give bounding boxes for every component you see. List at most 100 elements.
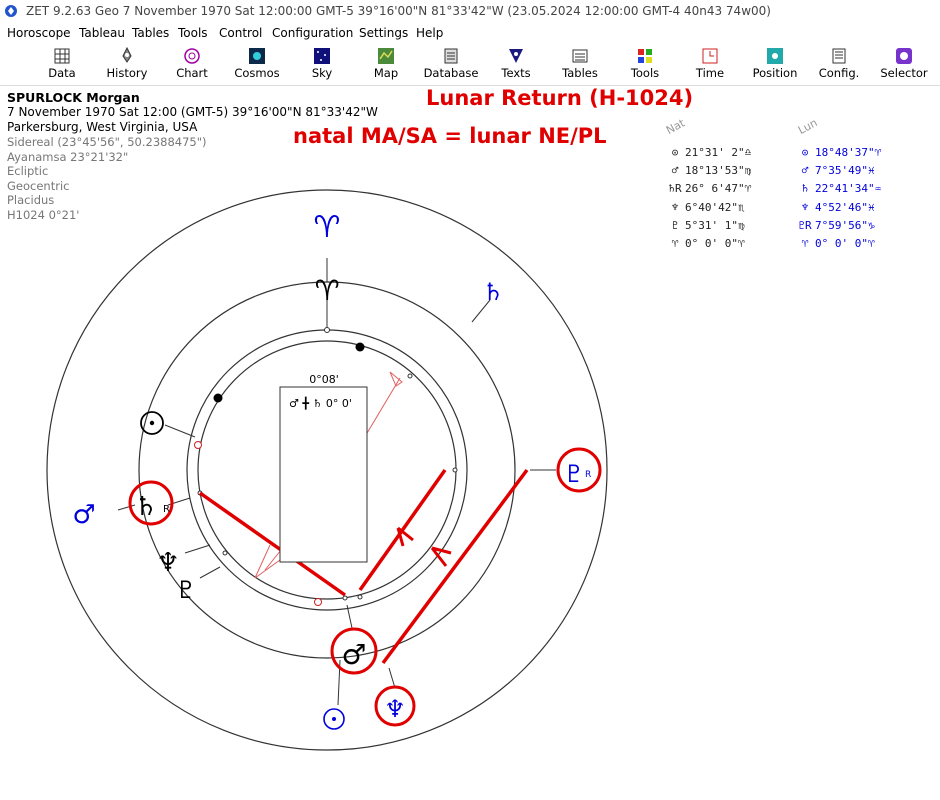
menu-configuration[interactable]: Configuration (272, 26, 354, 40)
natal-pluto-icon: ♇ (671, 218, 679, 232)
lunar-row: ⊙18°48'37"♈ (795, 146, 882, 164)
ring-marker (194, 441, 202, 449)
table-grid-icon (54, 48, 70, 64)
galaxy-icon (249, 48, 265, 64)
menu-tableau[interactable]: Tableau (79, 26, 125, 40)
natal-row: ♂ 18°13'53"♍ (665, 164, 752, 182)
night-sky-icon (314, 48, 330, 64)
toolbar-map-button[interactable]: Map (351, 45, 421, 85)
aries-icon: ♈ (867, 236, 875, 250)
toolbar-time-button[interactable]: Time (675, 45, 745, 85)
center-box-top: 0°08' (309, 373, 339, 386)
toolbar-tables-label: Tables (562, 66, 598, 80)
ring-marker (342, 595, 348, 601)
aspect-arrow (254, 544, 281, 579)
toolbar-history-button[interactable]: History (92, 45, 162, 85)
natal-neptune-icon: ♆ (671, 200, 679, 214)
ring-marker (407, 373, 413, 379)
natal-row: ♈ 0° 0' 0"♈ (665, 237, 751, 255)
natal-mars-tick (346, 604, 353, 629)
birth-place-line: Parkersburg, West Virginia, USA (7, 120, 198, 134)
annotation-line (381, 468, 529, 665)
title-bar: ZET 9.2.63 Geo 7 November 1970 Sat 12:00… (0, 0, 940, 22)
toolbar-tables-button[interactable]: Tables (545, 45, 615, 85)
virgo-icon: ♍ (737, 218, 745, 232)
lunar-saturn-icon: ♄ (482, 278, 504, 306)
center-box (279, 386, 368, 563)
capricorn-icon: ♑ (867, 218, 875, 232)
center-box-label: ♂ ╋ ♄ 0° 0' (289, 396, 352, 410)
highlight-lunar-neptune (374, 685, 416, 727)
toolbar-config-button[interactable]: Config. (804, 45, 874, 85)
lunar-neptune-tick (388, 667, 396, 689)
natal-neptune-tick (184, 544, 211, 554)
lunar-pluto-icon: ♇ (563, 460, 585, 488)
lunar-pos: 0° 0' 0" (815, 236, 868, 250)
annotation-title: Lunar Return (H-1024) (426, 86, 694, 110)
aries-icon: ♈ (737, 236, 745, 250)
toolbar-selector-label: Selector (880, 66, 928, 80)
aries-icon: ♈ (874, 146, 882, 159)
detail-house-system: Placidus (7, 193, 55, 207)
libra-icon: ♎ (744, 146, 752, 159)
annotation-subtitle: natal MA/SA = lunar NE/PL (293, 124, 607, 148)
natal-row: ♆ 6°40'42"♏ (665, 201, 751, 219)
highlight-natal-mars (330, 627, 378, 675)
annotation-arrow (430, 546, 452, 567)
toolbar-tools-button[interactable]: Tools (610, 45, 680, 85)
menu-settings[interactable]: Settings (359, 26, 409, 40)
toolbar-data-button[interactable]: Data (27, 45, 97, 85)
lunar-row: ♇R 7°59'56"♑ (795, 219, 881, 237)
menu-help[interactable]: Help (416, 26, 444, 40)
aries-icon: ♈ (744, 182, 752, 196)
natal-pluto-icon: ♇ (175, 576, 197, 604)
natal-pluto-tick (199, 566, 221, 579)
map-icon (378, 48, 394, 64)
natal-neptune-icon: ♆ (156, 548, 179, 578)
pisces-icon: ♓ (867, 164, 875, 178)
menu-tools[interactable]: Tools (178, 26, 208, 40)
ring-marker (452, 467, 458, 473)
aries-point-icon: ♈ (671, 236, 679, 250)
outer-ring (46, 189, 608, 751)
natal-pos: 0° 0' 0" (685, 236, 738, 250)
lunar-pos: 7°59'56" (815, 218, 868, 232)
toolbar-sky-label: Sky (311, 66, 333, 80)
natal-mars-icon: ♂ (341, 638, 366, 671)
toolbar-chart-button[interactable]: Chart (157, 45, 227, 85)
natal-pos: 21°31' 2" (685, 146, 745, 159)
texts-icon (509, 49, 523, 63)
aries-point-icon: ♈ (801, 236, 809, 250)
menu-tables[interactable]: Tables (132, 26, 170, 40)
toolbar-selector-button[interactable]: Selector (869, 45, 939, 85)
toolbar-cosmos-label: Cosmos (234, 66, 280, 80)
rocket-icon (122, 47, 132, 63)
toolbar-texts-button[interactable]: Texts (481, 45, 551, 85)
outer-aries-glyph: ♈ (314, 210, 341, 245)
scorpio-icon: ♏ (737, 200, 745, 214)
menu-control[interactable]: Control (219, 26, 263, 40)
lunar-saturn-icon: ♄ (801, 182, 809, 196)
tables-icon (572, 49, 588, 63)
ring-marker-dot (213, 393, 223, 403)
natal-pos: 6°40'42" (685, 200, 738, 214)
toolbar-position-button[interactable]: Position (740, 45, 810, 85)
toolbar-texts-label: Texts (501, 66, 531, 80)
menu-bar: Horoscope Tableau Tables Tools Control C… (0, 23, 940, 43)
highlight-lunar-pluto (556, 447, 602, 493)
menu-horoscope[interactable]: Horoscope (7, 26, 71, 40)
toolbar-sky-button[interactable]: Sky (287, 45, 357, 85)
lunar-row: ♄22°41'34"♒ (795, 182, 882, 200)
toolbar-database-button[interactable]: Database (416, 45, 486, 85)
toolbar-map-label: Map (373, 66, 399, 80)
toolbar-cosmos-button[interactable]: Cosmos (222, 45, 292, 85)
natal-mars-icon: ♂ (671, 164, 679, 178)
virgo-icon: ♍ (744, 164, 752, 178)
app-logo-icon (5, 5, 17, 17)
lunar-pluto-retro: R (585, 470, 591, 480)
natal-sun-tick (164, 424, 196, 438)
lunar-pos: 4°52'46" (815, 200, 868, 214)
toolbar-config-label: Config. (818, 66, 860, 80)
natal-pos: 18°13'53" (685, 164, 745, 178)
